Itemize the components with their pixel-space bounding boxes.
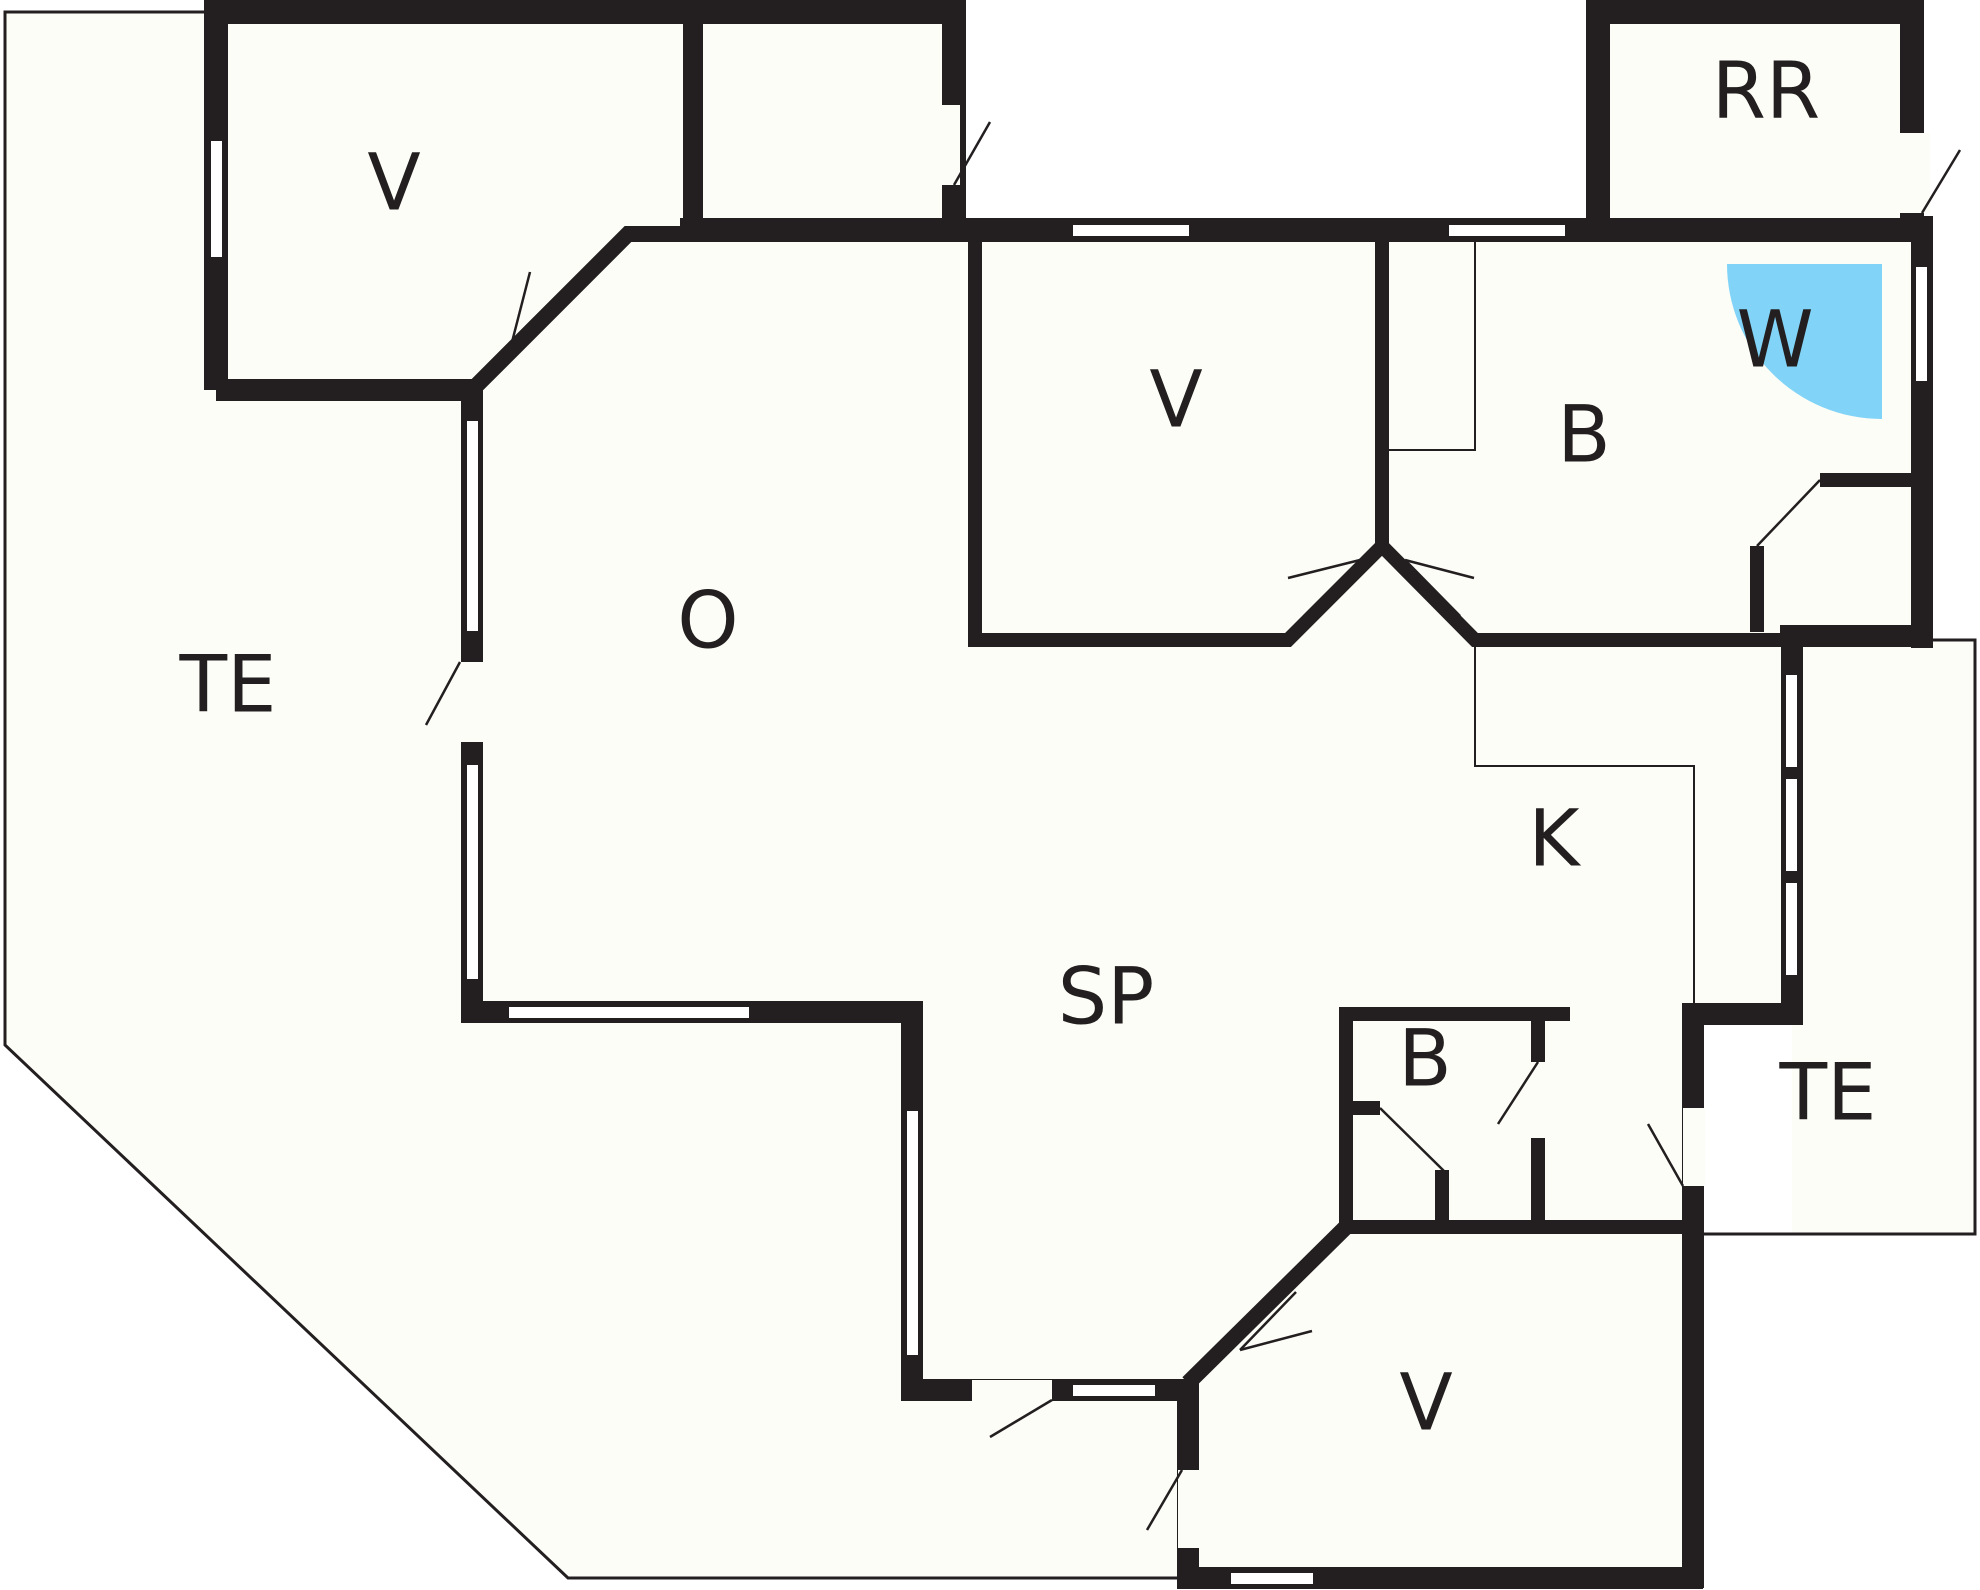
window-main-top-2 [1447,223,1567,238]
wall-rr [1586,0,1924,242]
wall-b-small [1339,1007,1570,1227]
door-gap-o-west [460,662,486,742]
door-swing-b-small-inner [1379,1107,1446,1173]
terrace-left-outline [3,10,1188,1580]
room-label-v-top-left: V [367,138,420,228]
door-swing-v-bottom [1239,1329,1313,1352]
door-swing-v-top [510,271,532,343]
terrace-left-floor [5,12,1188,1578]
door-swing-storage [952,121,992,186]
room-label-rr: RR [1712,46,1820,136]
room-label-v-center: V [1149,355,1202,445]
window-o-west-upper [465,419,480,633]
doors [424,105,1962,1548]
wall-v-bottom-diagonal [1182,1221,1352,1389]
door-gap-storage [930,105,960,185]
door-swing-v-bottom-west [1145,1469,1184,1531]
interior-floor [216,12,1922,1577]
room-label-te-right: TE [1779,1048,1877,1138]
terrace-right-floor [1792,638,1975,1234]
window-v-west [209,139,224,259]
door-swing-b-top [1404,558,1475,580]
window-v-bottom-south [1229,1571,1315,1586]
wall-v-bottom-room [1177,1383,1703,1589]
door-swing-b-small [1496,1061,1540,1125]
door-swing-te-right [1646,1123,1685,1187]
room-label-sp: SP [1058,952,1155,1042]
window-o-west-lower [465,763,480,981]
window-main-top-1 [1071,223,1191,238]
room-label-o: O [677,576,738,666]
room-label-w: W [1736,295,1813,385]
thin-outlines [3,10,1977,1580]
door-gap-rr [1900,133,1930,213]
door-swing-b-top-leaf [1404,559,1461,617]
terrace-right-outline [1703,638,1977,1236]
door-gap-sp-bottom [972,1380,1052,1402]
window-k-east-1 [1784,673,1799,769]
floor-areas [5,12,1975,1578]
door-swing-b-closet [1756,479,1821,547]
kitchen-counter-outline [1474,640,1695,1012]
window-k-east-3 [1784,881,1799,977]
door-gap-b-small [1530,1062,1546,1138]
window-b-east [1914,265,1929,383]
window-sp-west [905,1109,920,1357]
door-swing-sp-bottom [989,1398,1053,1439]
wet-area [1727,264,1882,419]
window-sp-south [507,1005,751,1020]
room-label-v-bottom: V [1399,1358,1452,1448]
wall-v-center [968,230,1389,647]
windows [209,139,1929,1586]
window-k-east-2 [1784,777,1799,873]
room-labels: V TE O V B RR W K SP B TE V [179,46,1877,1448]
wall-b-door [1377,541,1790,647]
door-swing-o-west [424,661,462,726]
door-gap-v-bottom-west [1178,1470,1204,1548]
door-swing-v-bottom-leaf [1239,1291,1297,1351]
room-label-te-left: TE [179,640,277,730]
room-label-k: K [1528,794,1581,884]
door-swing-v-top-leaf [511,284,571,343]
door-gap-te-right [1683,1108,1705,1186]
door-swing-v-center-leaf [1303,559,1361,617]
door-swing-rr [1920,149,1962,214]
room-label-b-small: B [1398,1014,1452,1104]
wall-o-diagonal [466,226,693,396]
window-sp-bottom [1071,1383,1157,1398]
room-label-b-top: B [1557,390,1611,480]
door-swing-v-center [1287,558,1361,580]
